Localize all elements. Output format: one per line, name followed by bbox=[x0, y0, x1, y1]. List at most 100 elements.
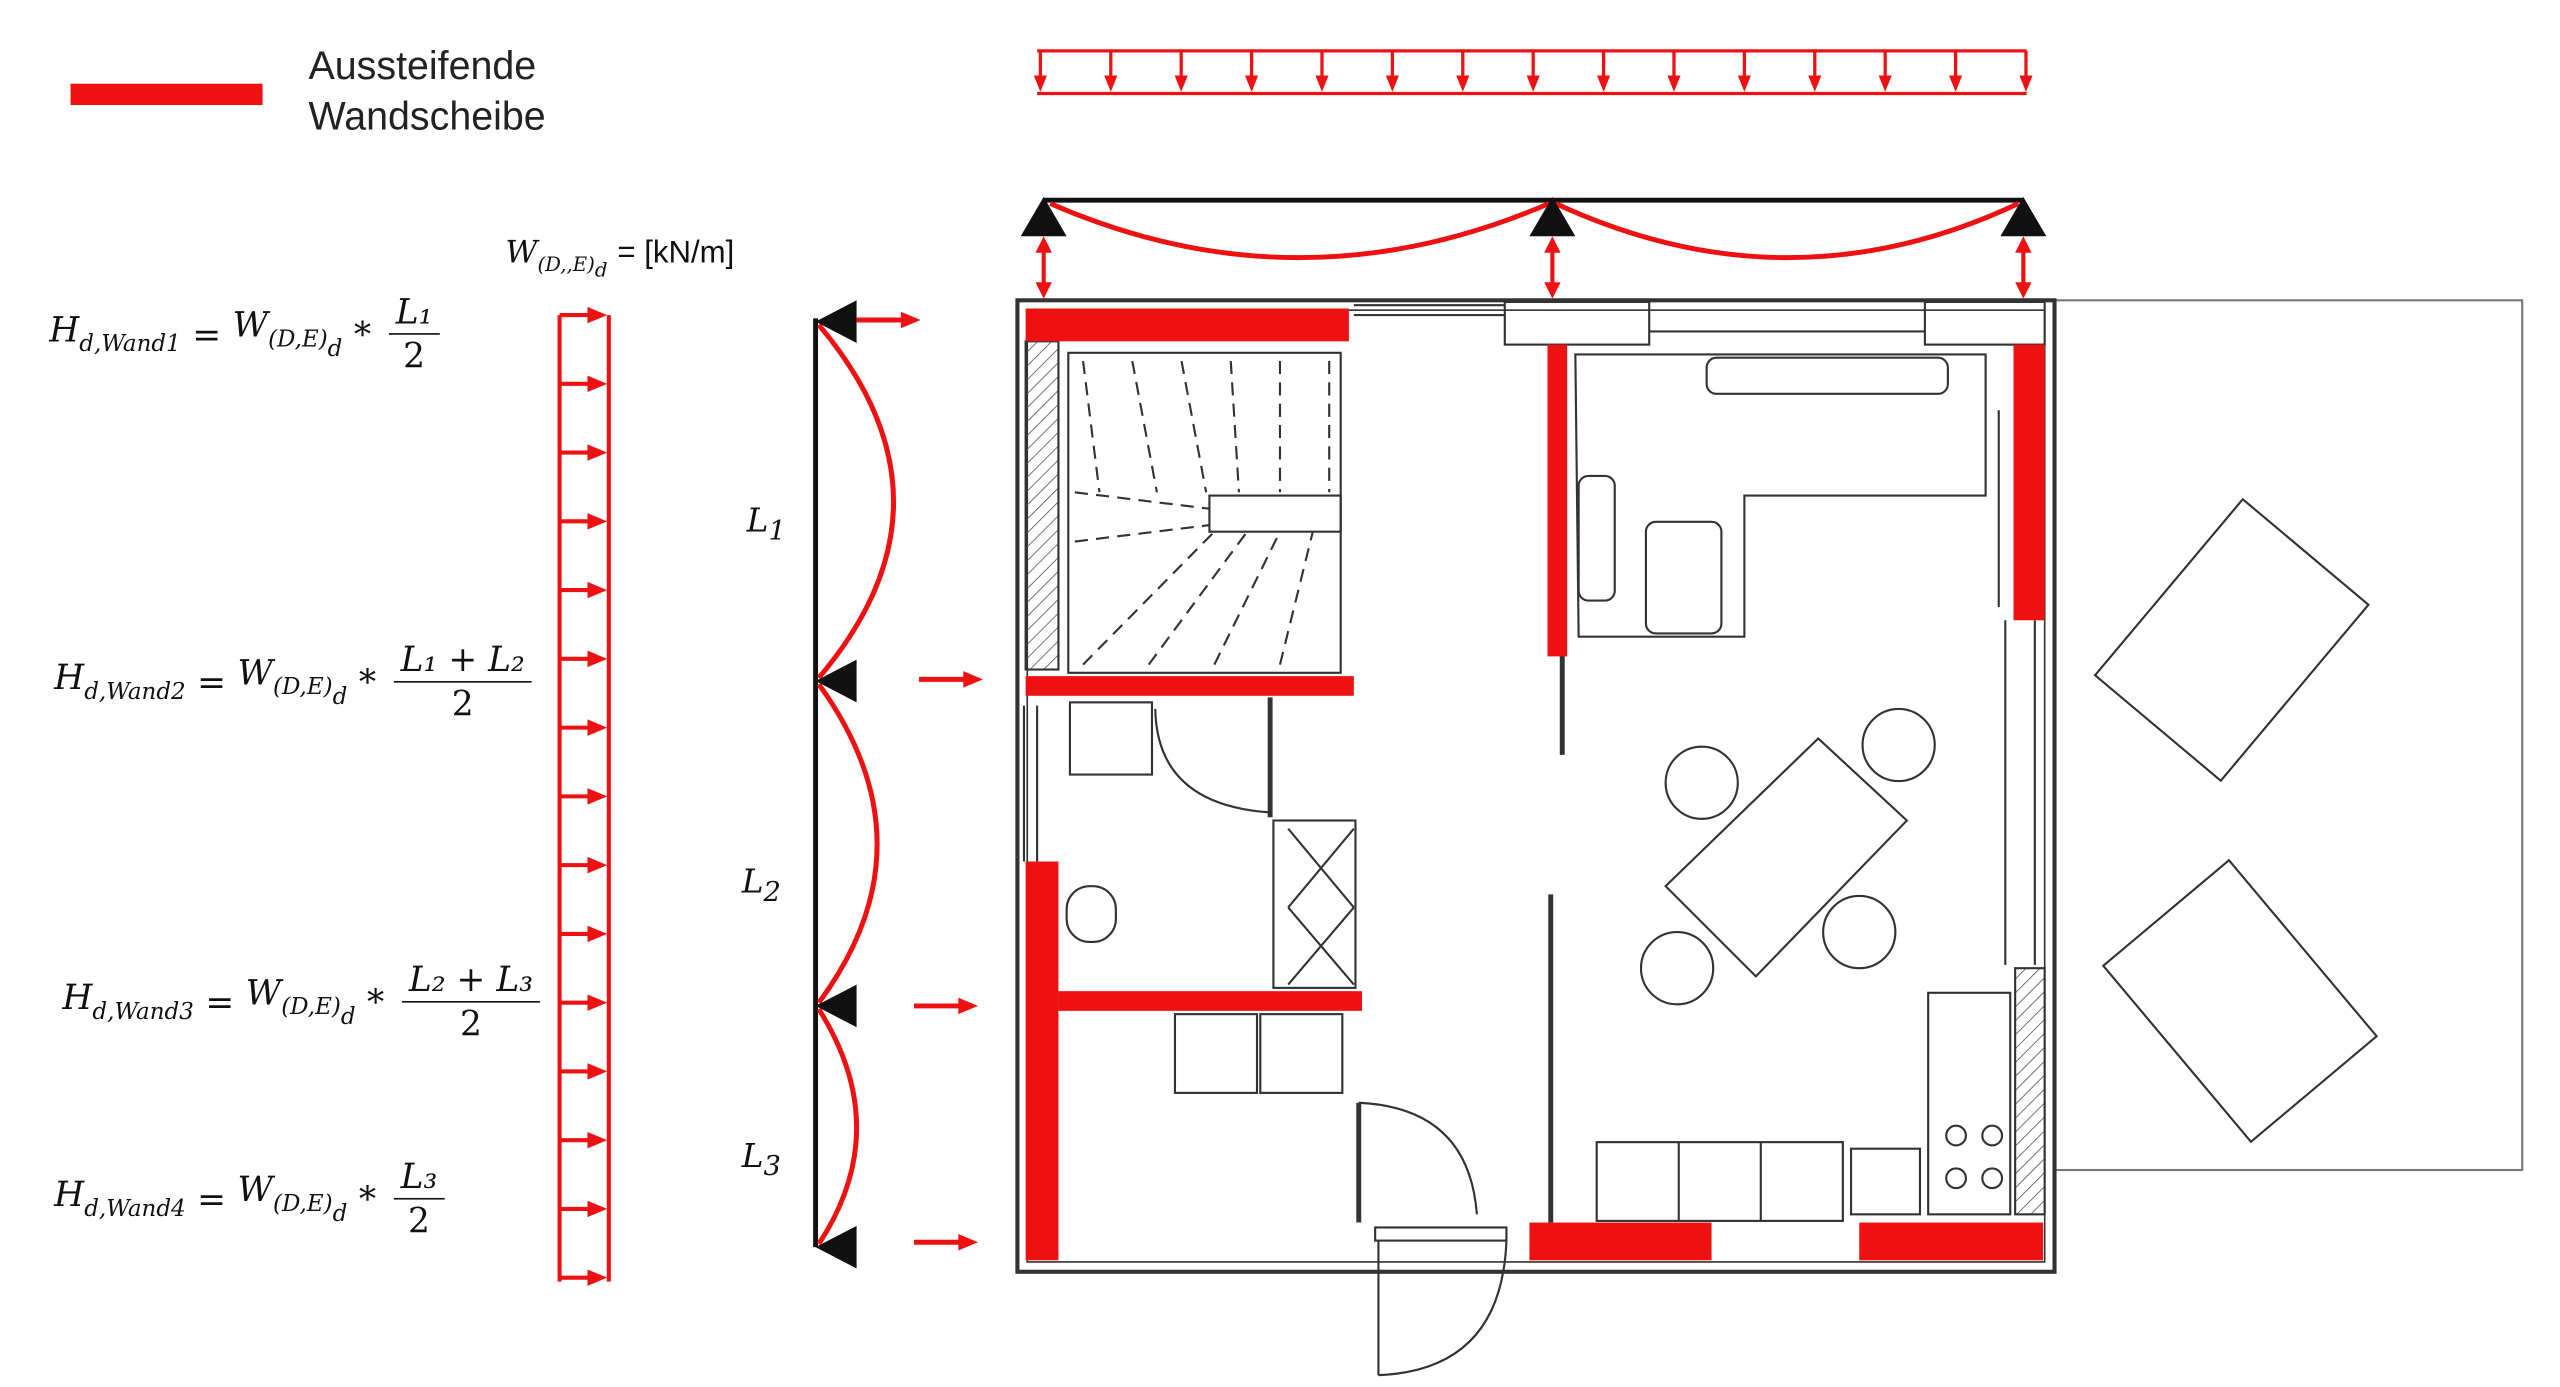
formula-load: W(D,E)d bbox=[233, 305, 343, 362]
formula-lhs: Hd,Wand3 bbox=[62, 978, 194, 1026]
support-reactions bbox=[1035, 236, 2032, 299]
horizontal-beam bbox=[1020, 196, 2047, 260]
formula-load: W(D,E)d bbox=[238, 653, 348, 710]
span-main: L bbox=[741, 1135, 764, 1175]
load-arrow-icon bbox=[1385, 50, 1399, 92]
bracing-walls bbox=[1025, 308, 2045, 1261]
span-main: L bbox=[741, 861, 764, 901]
support-triangle-icon bbox=[1020, 196, 1067, 237]
span-sub: 1 bbox=[768, 515, 786, 547]
load-arrow-icon bbox=[1737, 50, 1751, 92]
reaction-arrow-icon bbox=[914, 1234, 979, 1251]
bracing-wall bbox=[1859, 1222, 2044, 1261]
load-arrow-icon bbox=[559, 375, 608, 393]
span-label-l1: L1 bbox=[747, 501, 786, 547]
equals-sign: = bbox=[192, 314, 222, 354]
formula-lhs: Hd,Wand1 bbox=[49, 310, 181, 358]
reaction-arrow-icon bbox=[2015, 236, 2032, 299]
load-arrow-icon bbox=[559, 513, 608, 530]
lhs-symbol: H bbox=[49, 310, 80, 350]
load-arrow-icon bbox=[559, 444, 608, 461]
formula-load: W(D,E)d bbox=[246, 973, 356, 1030]
load-arrow-icon bbox=[1456, 50, 1470, 92]
support-triangle-icon bbox=[1529, 196, 1576, 237]
load-symbol: W bbox=[505, 234, 538, 271]
load-unit: = [kN/m] bbox=[617, 236, 735, 271]
load-arrow-icon bbox=[559, 581, 608, 599]
deflection-curve bbox=[1049, 201, 1551, 260]
vertical-beam bbox=[813, 300, 896, 1269]
numerator: L₁ bbox=[389, 292, 440, 335]
load-arrow-icon bbox=[1949, 50, 1963, 92]
bracing-wall bbox=[1025, 308, 1349, 342]
bracing-wall bbox=[1025, 676, 1354, 696]
support-triangle-icon bbox=[815, 300, 857, 343]
deflection-curve bbox=[1554, 201, 2020, 260]
load-arrow-icon bbox=[559, 994, 608, 1011]
load-arrow-icon bbox=[1808, 50, 1822, 92]
load-arrow-icon bbox=[559, 650, 608, 668]
equals-sign: = bbox=[197, 1179, 227, 1219]
support-triangle-icon bbox=[815, 984, 857, 1028]
formula-lhs: Hd,Wand2 bbox=[54, 658, 186, 706]
lhs-subscript: d,Wand2 bbox=[84, 679, 186, 706]
span-sub: 2 bbox=[763, 876, 781, 908]
bracing-wall bbox=[1025, 861, 1059, 1261]
load-label: W(D,,E)d = [kN/m] bbox=[505, 235, 734, 281]
load-subscript: (D,E) bbox=[272, 1191, 333, 1218]
legend-line-1: Aussteifende bbox=[308, 44, 537, 89]
load-arrow-icon bbox=[559, 788, 608, 805]
load-arrow-icon bbox=[559, 1131, 608, 1149]
reaction-arrow-icon bbox=[856, 311, 921, 329]
load-arrow-icon bbox=[1878, 50, 1892, 92]
numerator: L₁ + L₂ bbox=[394, 640, 532, 683]
load-subsub: d bbox=[340, 1004, 356, 1031]
load-arrow-icon bbox=[559, 1200, 608, 1218]
denominator: 2 bbox=[408, 1201, 430, 1241]
legend-line-2: Wandscheibe bbox=[308, 95, 546, 140]
legend-label: Aussteifende Wandscheibe bbox=[309, 41, 546, 143]
load-subsub: d bbox=[594, 257, 608, 281]
reaction-arrow-icon bbox=[914, 997, 979, 1015]
load-arrow-icon bbox=[559, 856, 608, 874]
lhs-symbol: H bbox=[54, 658, 85, 698]
load-arrow-icon bbox=[1033, 50, 1047, 92]
multiply-sign: * bbox=[353, 314, 372, 354]
load-arrow-icon bbox=[1315, 50, 1329, 92]
load-arrow-icon bbox=[1174, 50, 1188, 92]
span-sub: 3 bbox=[763, 1150, 781, 1182]
load-arrow-icon bbox=[559, 925, 608, 943]
load-subsub: d bbox=[332, 1201, 348, 1228]
load-arrow-icon bbox=[559, 1269, 608, 1286]
support-triangle-icon bbox=[815, 1225, 857, 1269]
load-subscript: (D,,E) bbox=[537, 252, 595, 276]
load-arrow-icon bbox=[1597, 50, 1611, 92]
load-symbol: W bbox=[237, 653, 273, 693]
support-triangle-icon bbox=[2000, 196, 2047, 237]
load-arrow-icon bbox=[1245, 50, 1259, 92]
side-distributed-load bbox=[557, 306, 611, 1286]
lhs-symbol: H bbox=[62, 978, 93, 1018]
legend-swatch bbox=[70, 83, 263, 106]
load-arrow-icon bbox=[559, 719, 608, 736]
numerator: L₃ bbox=[394, 1157, 444, 1200]
reaction-arrow-icon bbox=[918, 671, 983, 688]
denominator: 2 bbox=[459, 1004, 482, 1044]
load-arrow-icon bbox=[2019, 50, 2033, 92]
load-subscript: (D,E) bbox=[272, 674, 333, 701]
multiply-sign: * bbox=[358, 1179, 377, 1219]
span-label-l2: L2 bbox=[742, 862, 781, 908]
multiply-sign: * bbox=[367, 982, 385, 1022]
reaction-arrow-icon bbox=[1035, 236, 1052, 299]
load-arrow-icon bbox=[1667, 50, 1681, 92]
denominator: 2 bbox=[403, 336, 426, 376]
top-distributed-load bbox=[1033, 49, 2033, 96]
bracing-wall bbox=[2013, 344, 2045, 621]
